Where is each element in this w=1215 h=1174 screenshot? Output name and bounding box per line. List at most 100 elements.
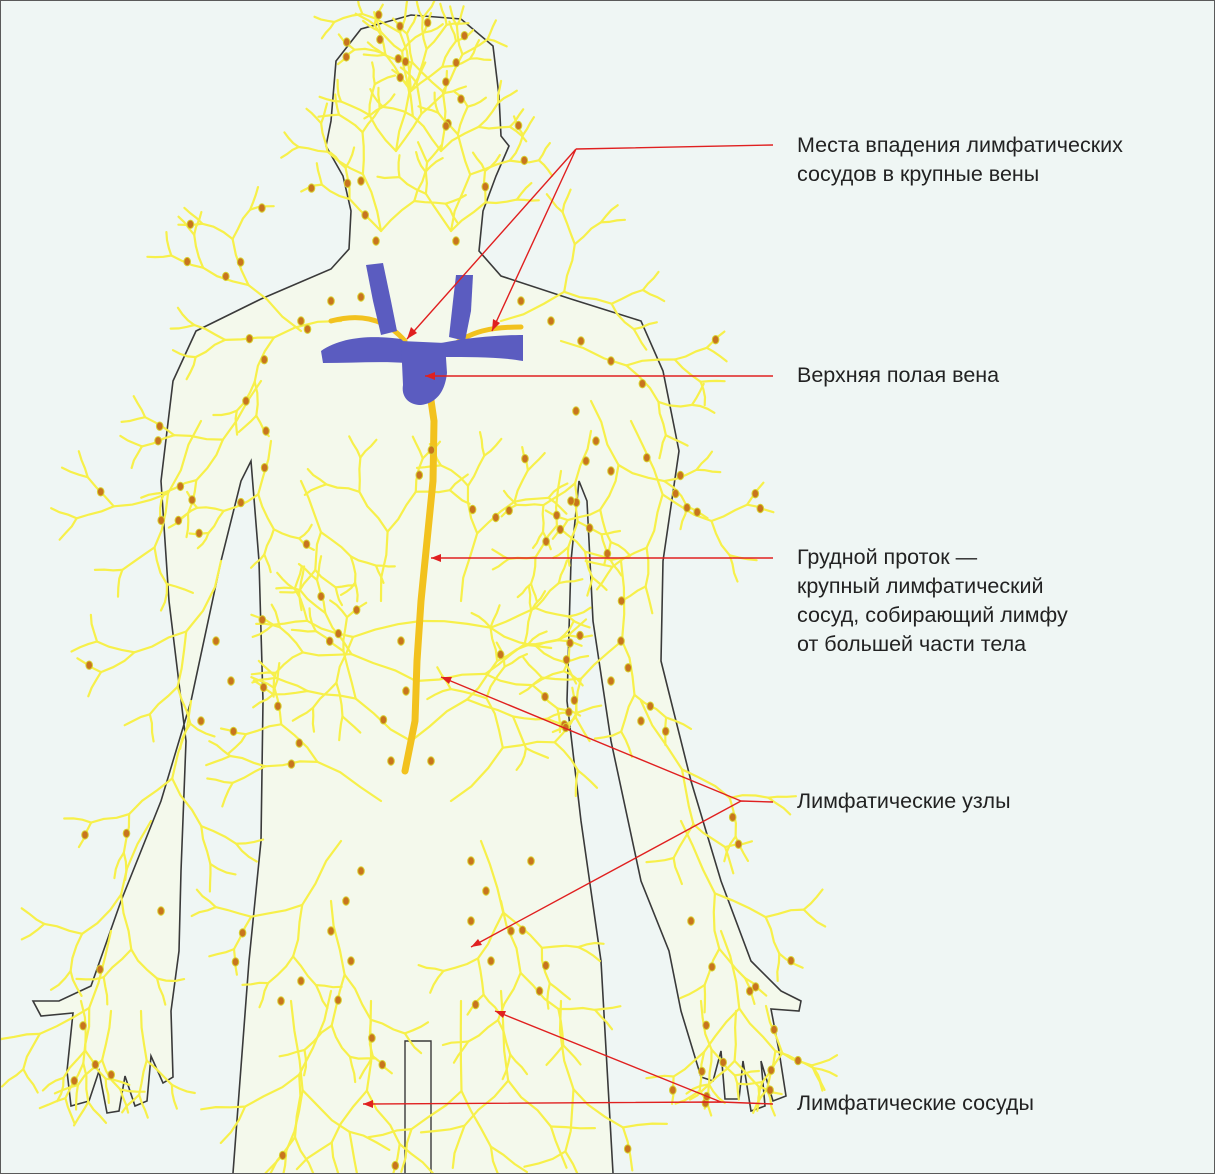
lymph-vessel — [197, 890, 216, 907]
lymph-vessel — [359, 458, 360, 492]
lymph-node — [677, 471, 684, 479]
lymph-vessel — [321, 104, 327, 124]
lymph-node — [343, 38, 350, 46]
lymph-vessel — [769, 798, 791, 815]
lymph-node — [694, 508, 701, 516]
lymph-node — [639, 380, 646, 388]
lymph-vessel — [91, 615, 97, 642]
label-lymph-nodes: Лимфатические узлы — [797, 787, 1011, 816]
lymph-vessel — [376, 566, 395, 567]
lymph-node — [543, 961, 550, 969]
lymph-node — [288, 760, 295, 768]
lymph-node — [583, 457, 590, 465]
lymph-node — [213, 637, 220, 645]
lymph-node — [230, 727, 237, 735]
label-superior-vena-cava: Верхняя полая вена — [797, 361, 999, 390]
lymph-node — [398, 637, 405, 645]
lymph-vessel — [697, 452, 713, 470]
lymph-vessel — [236, 844, 257, 862]
lymph-vessel — [161, 584, 167, 610]
lymph-vessel — [281, 147, 298, 158]
lymph-node — [298, 977, 305, 985]
lymph-node — [373, 237, 380, 245]
lymph-node — [571, 696, 578, 704]
lymph-vessel — [675, 360, 701, 382]
lymph-vessel — [612, 290, 643, 304]
lymph-vessel — [97, 642, 134, 653]
lymph-vessel — [355, 1, 363, 14]
lymph-node — [403, 687, 410, 695]
lymph-node — [424, 19, 431, 27]
lymph-vessel — [730, 555, 738, 581]
lymph-vessel — [777, 954, 779, 981]
lymph-node — [343, 897, 350, 905]
lymph-node — [608, 357, 615, 365]
lymph-vessel — [51, 508, 76, 518]
lymph-vessel — [233, 210, 251, 239]
lymph-vessel — [766, 917, 780, 954]
lymph-vessel — [2, 1069, 23, 1086]
lymph-vessel — [132, 446, 142, 468]
lymph-node — [428, 446, 435, 454]
lymph-node — [566, 708, 573, 716]
lymph-node — [86, 661, 93, 669]
lymph-vessel — [171, 325, 195, 329]
lymph-node — [443, 122, 450, 130]
lymph-vessel — [192, 907, 216, 916]
lymph-node — [618, 637, 625, 645]
lymph-vessel — [517, 504, 544, 505]
lymph-node — [358, 177, 365, 185]
lymph-node — [358, 867, 365, 875]
lymph-vessel — [147, 256, 171, 258]
lymph-node — [709, 963, 716, 971]
lymph-node — [519, 926, 526, 934]
lymph-node — [155, 437, 162, 445]
lymph-vessel — [216, 907, 252, 917]
lymph-node — [567, 639, 574, 647]
lymph-node — [232, 958, 239, 966]
lymph-node — [644, 454, 651, 462]
lymph-vessel — [201, 826, 236, 844]
lymph-node — [767, 1086, 774, 1094]
lymph-node — [577, 631, 584, 639]
lymph-node — [497, 650, 504, 658]
lymph-vessel — [697, 470, 721, 472]
lymph-vessel — [814, 1068, 825, 1090]
lymph-node — [279, 1151, 286, 1159]
lymph-vessel — [207, 779, 232, 783]
lymph-node — [483, 887, 490, 895]
lymph-vessel — [284, 132, 298, 147]
lymph-node — [238, 498, 245, 506]
lymph-node — [343, 53, 350, 61]
lymph-vessel — [250, 187, 258, 210]
lymph-vessel — [539, 160, 552, 176]
lymph-vessel — [77, 506, 114, 518]
lymph-node — [416, 471, 423, 479]
lymph-vessel — [426, 162, 427, 193]
lymph-node — [618, 597, 625, 605]
lymph-vessel — [479, 127, 510, 129]
lymph-vessel — [578, 771, 597, 788]
lymph-node — [578, 337, 585, 345]
lymph-vessel — [461, 1001, 462, 1091]
lymph-node — [246, 335, 253, 343]
lymph-vessel — [423, 1, 435, 18]
lymph-vessel — [486, 200, 517, 203]
lymph-node — [768, 1066, 775, 1074]
lymph-vessel — [88, 1102, 106, 1123]
lymph-node — [108, 1071, 115, 1079]
lymph-vessel — [601, 220, 625, 223]
lymph-vessel — [230, 756, 265, 766]
lymph-node — [757, 504, 764, 512]
lymph-node — [469, 505, 476, 513]
label-lymph-vessels: Лимфатические сосуды — [797, 1089, 1034, 1118]
lymph-vessel — [236, 840, 263, 844]
label-vein-inflow: Места впадения лимфатических сосудов в к… — [797, 131, 1123, 189]
lymph-node — [557, 525, 564, 533]
lymph-node — [493, 513, 500, 521]
lymph-node — [593, 437, 600, 445]
lymph-node — [402, 58, 409, 66]
lymph-vessel — [623, 1124, 667, 1128]
lymph-node — [198, 717, 205, 725]
lymph-node — [684, 504, 691, 512]
